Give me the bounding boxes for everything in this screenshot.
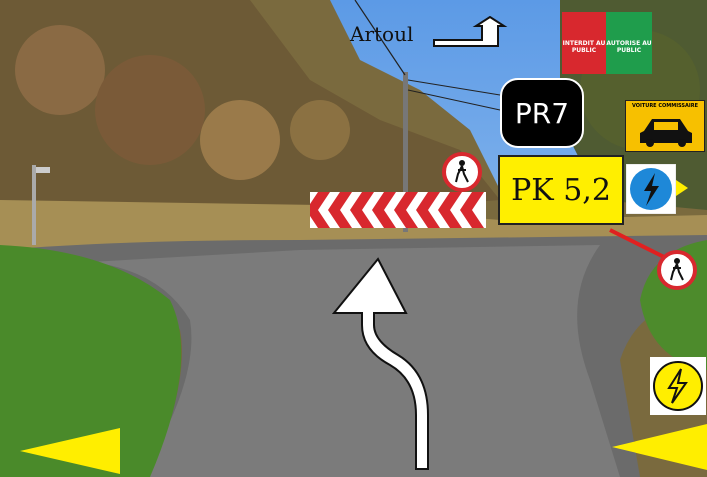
pedestrian-forbidden-icon[interactable]: [442, 152, 482, 192]
kilometer-marker-label: PK 5,2: [511, 172, 611, 208]
turn-left-arrow-icon[interactable]: [330, 255, 440, 475]
lightning-icon[interactable]: [626, 164, 676, 214]
connector-line: [609, 228, 671, 262]
lightning-icon[interactable]: [650, 357, 706, 415]
direction-label: Artoul: [350, 22, 414, 46]
car-icon: [640, 119, 692, 147]
authorized-notice-label: AUTORISE AU PUBLIC: [606, 40, 652, 54]
authorized-notice-poster[interactable]: AUTORISE AU PUBLIC: [606, 12, 652, 74]
nav-right-arrow[interactable]: [612, 424, 707, 470]
kilometer-marker-sign[interactable]: PK 5,2: [498, 155, 624, 225]
small-arrow-icon: [676, 180, 688, 196]
pedestrian-forbidden-icon[interactable]: [657, 250, 697, 290]
route-marker-label: PR7: [514, 96, 570, 130]
forbidden-notice-label: INTERDIT AU PUBLIC: [562, 40, 606, 54]
chevron-barrier: [310, 192, 486, 228]
route-marker-sign[interactable]: PR7: [500, 78, 584, 148]
service-car-label: VOITURE COMMISSAIRE: [631, 103, 699, 109]
forbidden-notice-poster[interactable]: INTERDIT AU PUBLIC: [562, 12, 606, 74]
service-car-sign[interactable]: VOITURE COMMISSAIRE: [625, 100, 705, 152]
turn-arrow-icon[interactable]: [432, 16, 508, 48]
nav-left-arrow[interactable]: [20, 428, 122, 474]
